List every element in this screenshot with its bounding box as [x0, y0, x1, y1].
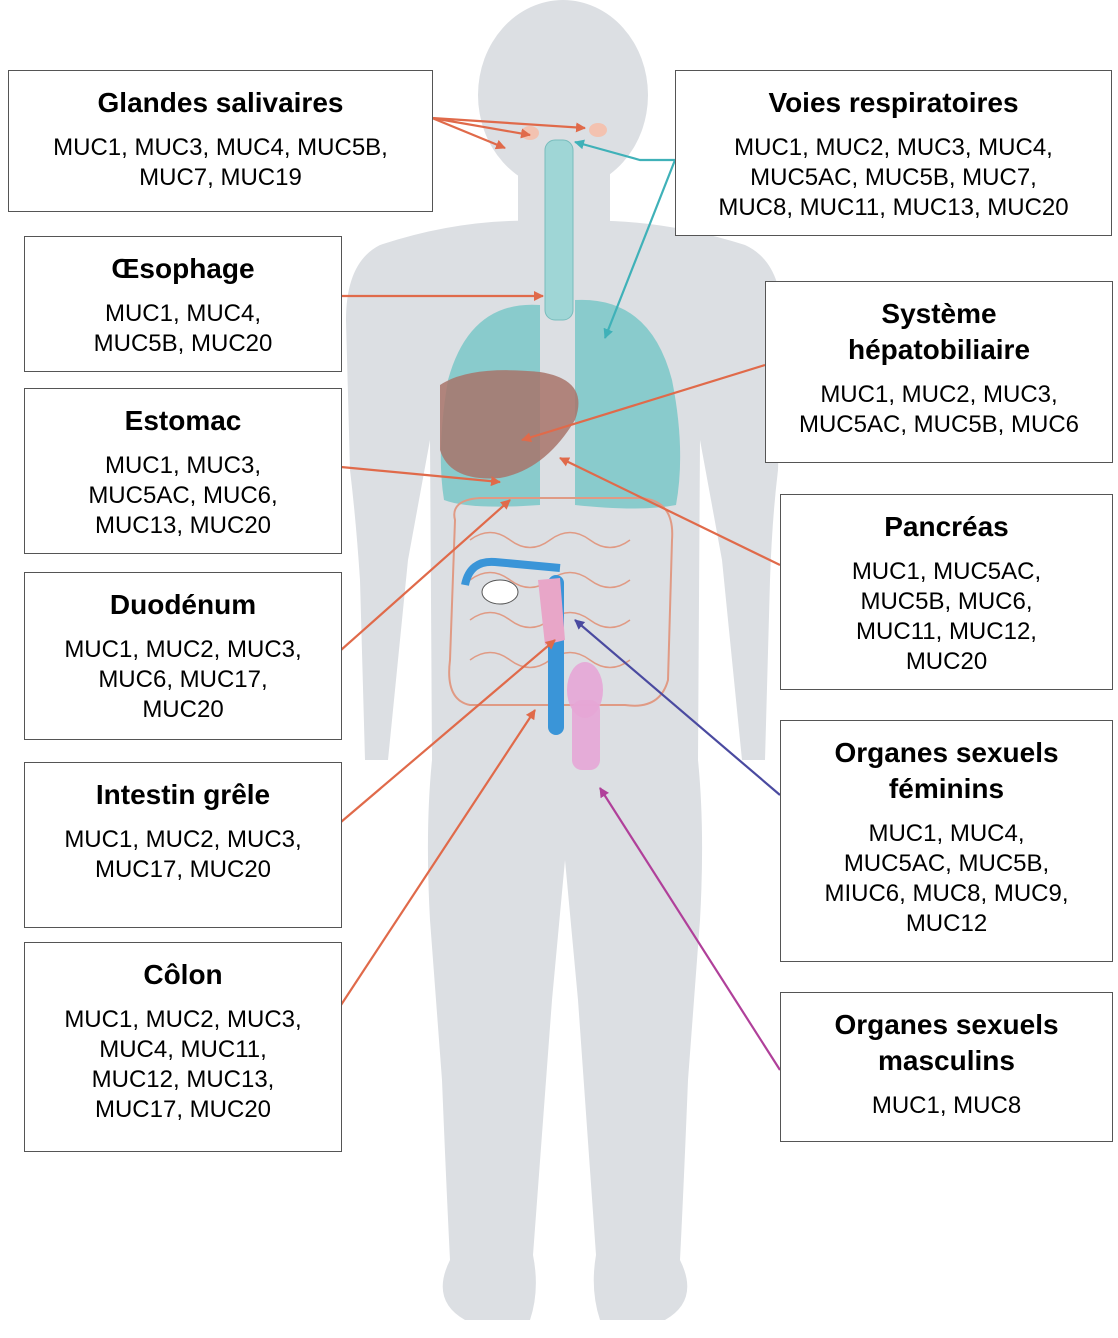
label-title: Côlon — [25, 957, 341, 993]
label-title: Organes sexuels masculins — [781, 1007, 1112, 1079]
label-genes: MUC1, MUC2, MUC3, MUC17, MUC20 — [25, 825, 341, 885]
label-genes: MUC1, MUC5AC, MUC5B, MUC6, MUC11, MUC12,… — [781, 557, 1112, 677]
label-small-intestine: Intestin grêle MUC1, MUC2, MUC3, MUC17, … — [24, 762, 342, 928]
label-pancreas: Pancréas MUC1, MUC5AC, MUC5B, MUC6, MUC1… — [780, 494, 1113, 690]
stomach-white — [482, 580, 518, 604]
label-genes: MUC1, MUC2, MUC3, MUC5AC, MUC5B, MUC6 — [766, 380, 1112, 440]
label-male-organs: Organes sexuels masculins MUC1, MUC8 — [780, 992, 1113, 1142]
label-title: Intestin grêle — [25, 777, 341, 813]
label-duodenum: Duodénum MUC1, MUC2, MUC3, MUC6, MUC17, … — [24, 572, 342, 740]
label-genes: MUC1, MUC8 — [781, 1091, 1112, 1121]
label-genes: MUC1, MUC4, MUC5AC, MUC5B, MIUC6, MUC8, … — [781, 819, 1112, 939]
label-genes: MUC1, MUC3, MUC4, MUC5B, MUC7, MUC19 — [9, 133, 432, 193]
label-genes: MUC1, MUC3, MUC5AC, MUC6, MUC13, MUC20 — [25, 451, 341, 541]
label-title: Œsophage — [25, 251, 341, 287]
label-genes: MUC1, MUC2, MUC3, MUC4, MUC11, MUC12, MU… — [25, 1005, 341, 1125]
label-genes: MUC1, MUC2, MUC3, MUC4, MUC5AC, MUC5B, M… — [676, 133, 1111, 223]
label-title: Organes sexuels féminins — [781, 735, 1112, 807]
label-stomach: Estomac MUC1, MUC3, MUC5AC, MUC6, MUC13,… — [24, 388, 342, 554]
label-esophagus: Œsophage MUC1, MUC4, MUC5B, MUC20 — [24, 236, 342, 372]
male-organs — [572, 700, 600, 770]
label-title: Pancréas — [781, 509, 1112, 545]
label-respiratory-tract: Voies respiratoires MUC1, MUC2, MUC3, MU… — [675, 70, 1112, 236]
label-salivary-glands: Glandes salivaires MUC1, MUC3, MUC4, MUC… — [8, 70, 433, 212]
label-title: Glandes salivaires — [9, 85, 432, 121]
trachea — [545, 140, 573, 320]
label-female-organs: Organes sexuels féminins MUC1, MUC4, MUC… — [780, 720, 1113, 962]
label-hepatobiliary: Système hépatobiliaire MUC1, MUC2, MUC3,… — [765, 281, 1113, 463]
label-title: Voies respiratoires — [676, 85, 1111, 121]
label-title: Duodénum — [25, 587, 341, 623]
label-title: Système hépatobiliaire — [766, 296, 1112, 368]
label-colon: Côlon MUC1, MUC2, MUC3, MUC4, MUC11, MUC… — [24, 942, 342, 1152]
label-title: Estomac — [25, 403, 341, 439]
label-genes: MUC1, MUC4, MUC5B, MUC20 — [25, 299, 341, 359]
salivary-gland-right — [589, 123, 607, 137]
label-genes: MUC1, MUC2, MUC3, MUC6, MUC17, MUC20 — [25, 635, 341, 725]
